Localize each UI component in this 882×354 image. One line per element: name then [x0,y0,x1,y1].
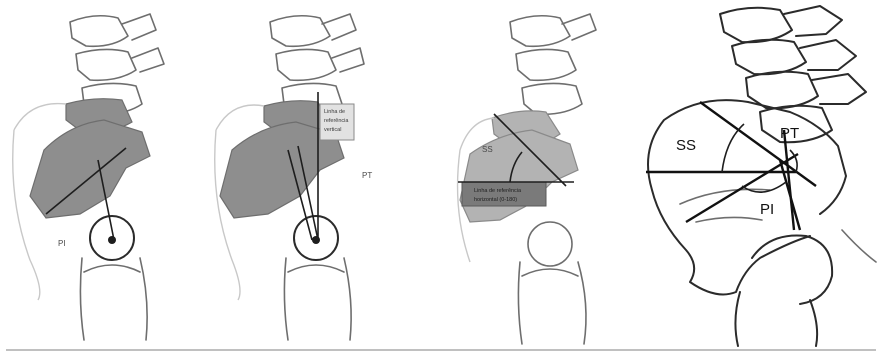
sacrum [460,130,578,222]
panel4-label-ss: SS [676,137,696,154]
box-line-3: vertical [324,127,341,133]
panel3-label-ss: SS [482,145,493,154]
panel1-label-pi: PI [58,239,66,248]
box-line-1: Linha de referência [474,188,522,194]
panel4-label-pi: PI [760,201,774,218]
panel4-label-pt: PT [780,125,799,142]
panel-pelvic-incidence: PI [13,14,164,340]
pelvis-detail [680,189,876,262]
box-line-2: horizontal (0-180) [474,197,517,203]
panel2-label-pt: PT [362,171,372,180]
sacrum-and-pelvis-outline [648,100,846,294]
combined-parameter-lines [646,102,816,230]
lumbar-vertebrae [720,6,866,142]
femoral-head [735,235,832,346]
femoral-head [518,222,586,344]
lumbar-vertebrae [270,14,364,114]
sacrum [30,120,150,218]
femoral-head [80,216,147,340]
box-line-1: Linha de [324,109,345,115]
panel-sacral-slope: Linha de referência horizontal (0-180) S… [458,14,596,344]
lumbar-vertebrae [510,14,596,114]
panel-combined-parameters: SS PT PI [646,6,876,346]
panel-pelvic-tilt: Linha de referência vertical PT [215,14,373,340]
box-line-2: referência [324,118,349,124]
